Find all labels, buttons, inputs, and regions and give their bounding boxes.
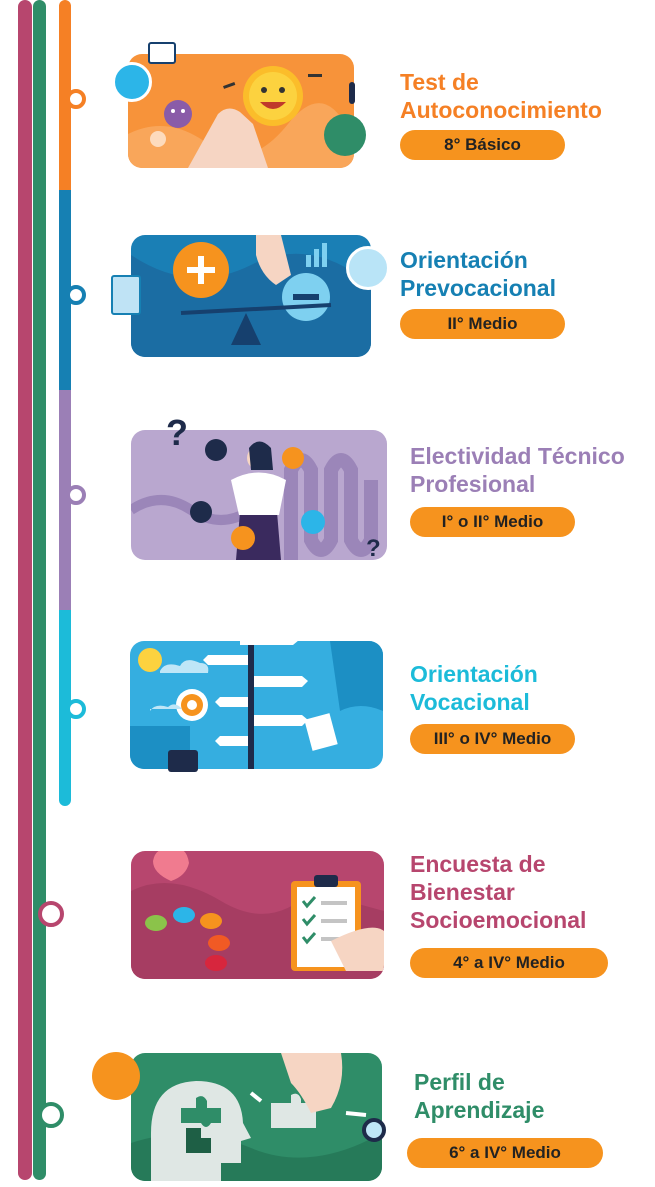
- step-4-title: Orientación Vocacional: [410, 661, 538, 715]
- timeline-node-5: [38, 901, 64, 927]
- question-mark-icon: ?: [166, 412, 188, 453]
- step-4-level-badge: III° o IV° Medio: [410, 724, 575, 754]
- timeline-node-2: [66, 285, 86, 305]
- step-5-title: Encuesta de Bienestar Socioemocional: [410, 851, 587, 933]
- timeline-node-6: [38, 1102, 64, 1128]
- speech-bubble-icon: [148, 42, 176, 64]
- happy-face-icon: [112, 62, 152, 102]
- timeline-rail-outer: [18, 0, 32, 1180]
- timeline-rail-segment-blue: [59, 190, 71, 392]
- step-2-level-badge: II° Medio: [400, 309, 565, 339]
- step-6-illustration: [131, 1053, 382, 1181]
- timeline-rail-segment-purple: [59, 390, 71, 612]
- step-3-level-badge: I° o II° Medio: [410, 507, 575, 537]
- lightbulb-icon-large: [92, 1052, 140, 1100]
- step-1-illustration: [128, 54, 354, 168]
- step-3-illustration: [131, 430, 387, 560]
- timeline-node-4: [66, 699, 86, 719]
- step-6-level-badge: 6° a IV° Medio: [407, 1138, 603, 1168]
- step-2-illustration: [131, 235, 371, 357]
- timeline-rail-segment-cyan: [59, 610, 71, 806]
- step-6-title: Perfil de Aprendizaje: [414, 1069, 545, 1123]
- step-1-title: Test de Autoconocimiento: [400, 69, 602, 123]
- magnifier-icon: [362, 1118, 386, 1142]
- question-mark-icon-small: ?: [366, 535, 381, 562]
- step-5-illustration: [131, 851, 384, 979]
- timeline-node-1: [66, 89, 86, 109]
- exclamation-icon: [349, 82, 355, 104]
- calculator-icon: [111, 275, 141, 315]
- step-5-level-badge: 4° a IV° Medio: [410, 948, 608, 978]
- timeline-node-3: [66, 485, 86, 505]
- timeline-rail-segment-orange: [59, 0, 71, 192]
- lightbulb-icon: [138, 648, 162, 672]
- step-2-title: Orientación Prevocacional: [400, 247, 556, 301]
- timeline-rail-middle: [33, 0, 46, 1180]
- step-1-level-badge: 8° Básico: [400, 130, 565, 160]
- step-4-illustration: [130, 641, 383, 769]
- sad-face-icon: [324, 114, 366, 156]
- step-3-title: Electividad Técnico Profesional: [410, 443, 625, 497]
- globe-icon: [346, 246, 390, 290]
- briefcase-icon: [168, 750, 198, 772]
